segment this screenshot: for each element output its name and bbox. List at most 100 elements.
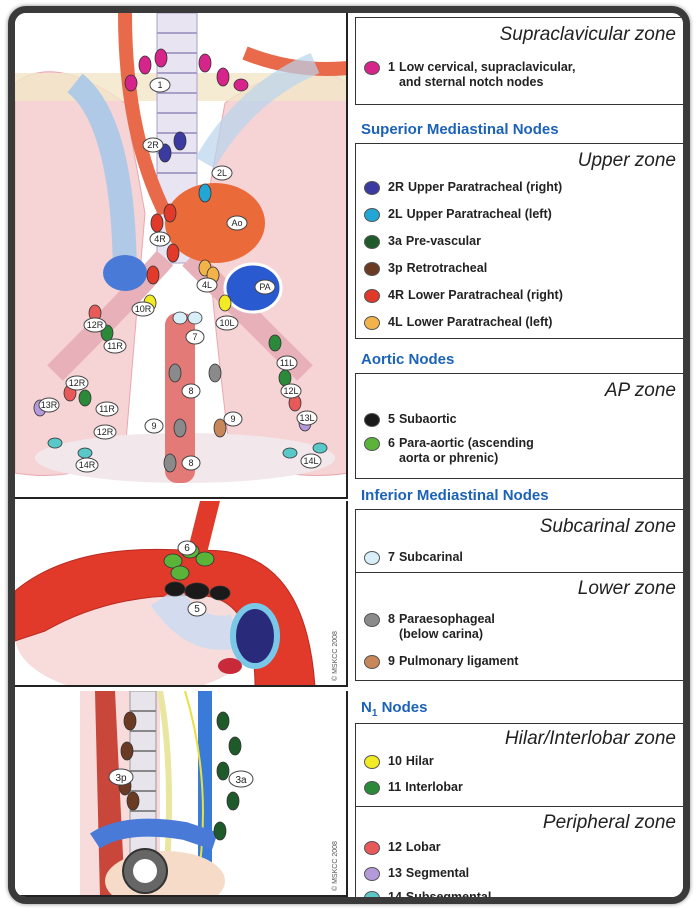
- label-6: 6: [178, 541, 196, 555]
- svg-text:10R: 10R: [135, 304, 152, 314]
- svg-text:3p: 3p: [115, 773, 127, 784]
- label-13r: 13R: [39, 398, 59, 412]
- svg-text:13R: 13R: [41, 400, 58, 410]
- svg-text:11R: 11R: [99, 404, 115, 414]
- svg-text:2L: 2L: [217, 168, 227, 178]
- section-superior: Superior Mediastinal Nodes: [361, 121, 559, 138]
- copyright-1: © MSKCC 2008: [331, 631, 339, 681]
- label-12l: 12L: [281, 384, 301, 398]
- node-2r-icon: [364, 181, 380, 195]
- mediastinum-overview-panel: 1 2R 2L 4R Ao 4L PA 10R 10L 7 12R 11R 11…: [15, 13, 348, 499]
- label-9-a: 9: [145, 419, 163, 433]
- node-14-icon: [364, 891, 380, 904]
- section-n1: N1 Nodes: [361, 699, 427, 719]
- label-11r-b: 11R: [96, 402, 118, 416]
- svg-text:1: 1: [157, 80, 162, 90]
- label-10r: 10R: [132, 302, 154, 316]
- svg-text:8: 8: [188, 386, 193, 396]
- zone-lower: Lower zone: [578, 578, 684, 600]
- section-inferior: Inferior Mediastinal Nodes: [361, 487, 549, 504]
- svg-text:3a: 3a: [235, 775, 247, 786]
- node-3a-icon: [364, 235, 380, 249]
- label-2l: 2L: [212, 166, 232, 180]
- node-2l-icon: [364, 208, 380, 222]
- svg-text:5: 5: [194, 604, 200, 615]
- node-13-icon: [364, 867, 380, 881]
- svg-text:Ao: Ao: [231, 218, 242, 228]
- svg-text:10L: 10L: [219, 318, 234, 328]
- divider-peripheral: [356, 806, 684, 807]
- label-3a: 3a: [229, 771, 253, 787]
- svg-text:4L: 4L: [202, 280, 212, 290]
- svg-text:PA: PA: [259, 282, 270, 292]
- svg-text:2R: 2R: [147, 140, 159, 150]
- legend-item-1: 1 Low cervical, supraclavicular, and ste…: [364, 60, 575, 90]
- svg-text:12L: 12L: [283, 386, 298, 396]
- node-11-icon: [364, 781, 380, 795]
- label-4r: 4R: [150, 232, 170, 246]
- node-9-icon: [364, 655, 380, 669]
- divider-lower: [356, 572, 684, 573]
- svg-text:8: 8: [188, 458, 193, 468]
- svg-text:11L: 11L: [280, 358, 294, 368]
- svg-text:12R: 12R: [97, 427, 114, 437]
- zone-upper: Upper zone: [356, 144, 684, 172]
- node-3p-icon: [364, 262, 380, 276]
- label-11r-a: 11R: [104, 339, 126, 353]
- svg-text:4R: 4R: [154, 234, 166, 244]
- label-5: 5: [188, 602, 206, 616]
- label-pa: PA: [255, 280, 275, 294]
- node-10-icon: [364, 755, 380, 769]
- svg-text:9: 9: [151, 421, 156, 431]
- node-7-icon: [364, 551, 380, 565]
- label-12r-b: 12R: [66, 376, 88, 390]
- label-1: 1: [150, 78, 170, 92]
- label-12r-c: 12R: [94, 425, 116, 439]
- svg-text:12R: 12R: [87, 320, 104, 330]
- label-8-b: 8: [182, 456, 200, 470]
- svg-text:11R: 11R: [107, 341, 123, 351]
- svg-text:9: 9: [230, 414, 235, 424]
- label-9-b: 9: [224, 412, 242, 426]
- label-10l: 10L: [216, 316, 238, 330]
- copyright-2: © MSKCC 2008: [331, 841, 339, 891]
- node-4l-icon: [364, 316, 380, 330]
- illustration-column: 1 2R 2L 4R Ao 4L PA 10R 10L 7 12R 11R 11…: [15, 13, 348, 897]
- node-5-icon: [364, 413, 380, 427]
- label-ao: Ao: [227, 216, 247, 230]
- legend-column: Supraclavicular zone 1 Low cervical, sup…: [355, 13, 685, 897]
- label-2r: 2R: [143, 138, 163, 152]
- figure-frame: 1 2R 2L 4R Ao 4L PA 10R 10L 7 12R 11R 11…: [8, 6, 690, 904]
- section-aortic: Aortic Nodes: [361, 351, 454, 368]
- aortic-arch-panel: 6 5 © MSKCC 2008: [15, 501, 348, 687]
- zone-ap: AP zone: [356, 374, 684, 402]
- svg-text:13L: 13L: [299, 413, 314, 423]
- svg-text:7: 7: [192, 332, 197, 342]
- svg-text:6: 6: [184, 543, 190, 554]
- svg-text:14R: 14R: [79, 460, 96, 470]
- svg-text:12R: 12R: [69, 378, 86, 388]
- lateral-view-panel: 3p 3a © MSKCC 2008: [15, 691, 348, 897]
- node-12-icon: [364, 841, 380, 855]
- label-14l: 14L: [301, 454, 321, 468]
- label-8-a: 8: [182, 384, 200, 398]
- label-4l: 4L: [197, 278, 217, 292]
- node-1-icon: [364, 61, 380, 75]
- label-12r-a: 12R: [84, 318, 106, 332]
